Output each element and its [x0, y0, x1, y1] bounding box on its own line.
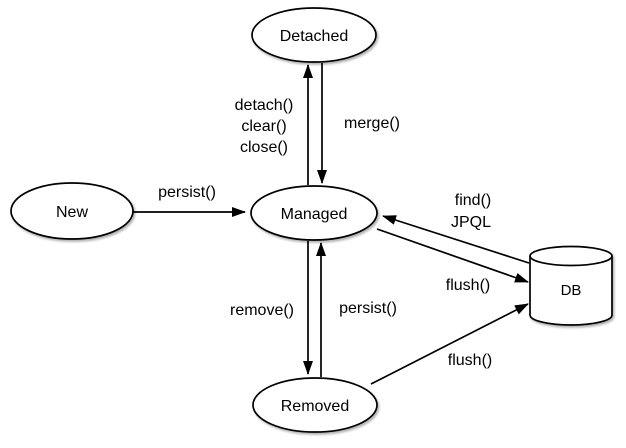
node-detached-ellipse [251, 7, 377, 63]
node-labels: New Detached Managed Removed DB [56, 28, 581, 415]
node-db-label: DB [561, 282, 582, 299]
node-removed-ellipse [252, 377, 378, 433]
edge-label-find: find() [455, 192, 491, 209]
edge-label-close: close() [240, 139, 288, 156]
node-new-label: New [56, 204, 88, 221]
edge-labels: persist() detach() clear() close() merge… [158, 97, 492, 369]
edge-label-persist-new: persist() [158, 184, 216, 201]
node-managed-label: Managed [281, 206, 348, 223]
db-cylinder-top [529, 245, 613, 267]
edge-label-merge: merge() [344, 115, 400, 132]
edge-label-clear: clear() [241, 118, 286, 135]
edge-flush-removed-to-db [370, 303, 529, 385]
node-detached-label: Detached [280, 28, 349, 45]
node-new-ellipse [10, 182, 134, 240]
edge-label-persist-removed: persist() [339, 300, 397, 317]
db-cylinder-body [529, 256, 613, 326]
edge-label-jpql: JPQL [451, 214, 491, 231]
node-removed-label: Removed [281, 398, 349, 415]
edge-label-flush-managed: flush() [446, 277, 490, 294]
edge-label-flush-removed: flush() [448, 352, 492, 369]
edge-find-db-to-managed [382, 215, 530, 264]
edge-label-detach: detach() [235, 97, 294, 114]
edge-flush-managed-to-db [376, 228, 529, 283]
node-db-cylinder [529, 245, 613, 326]
diagram-nodes [10, 7, 613, 433]
node-managed-ellipse [250, 185, 378, 241]
edge-label-remove: remove() [230, 302, 294, 319]
diagram-edges [133, 63, 530, 385]
